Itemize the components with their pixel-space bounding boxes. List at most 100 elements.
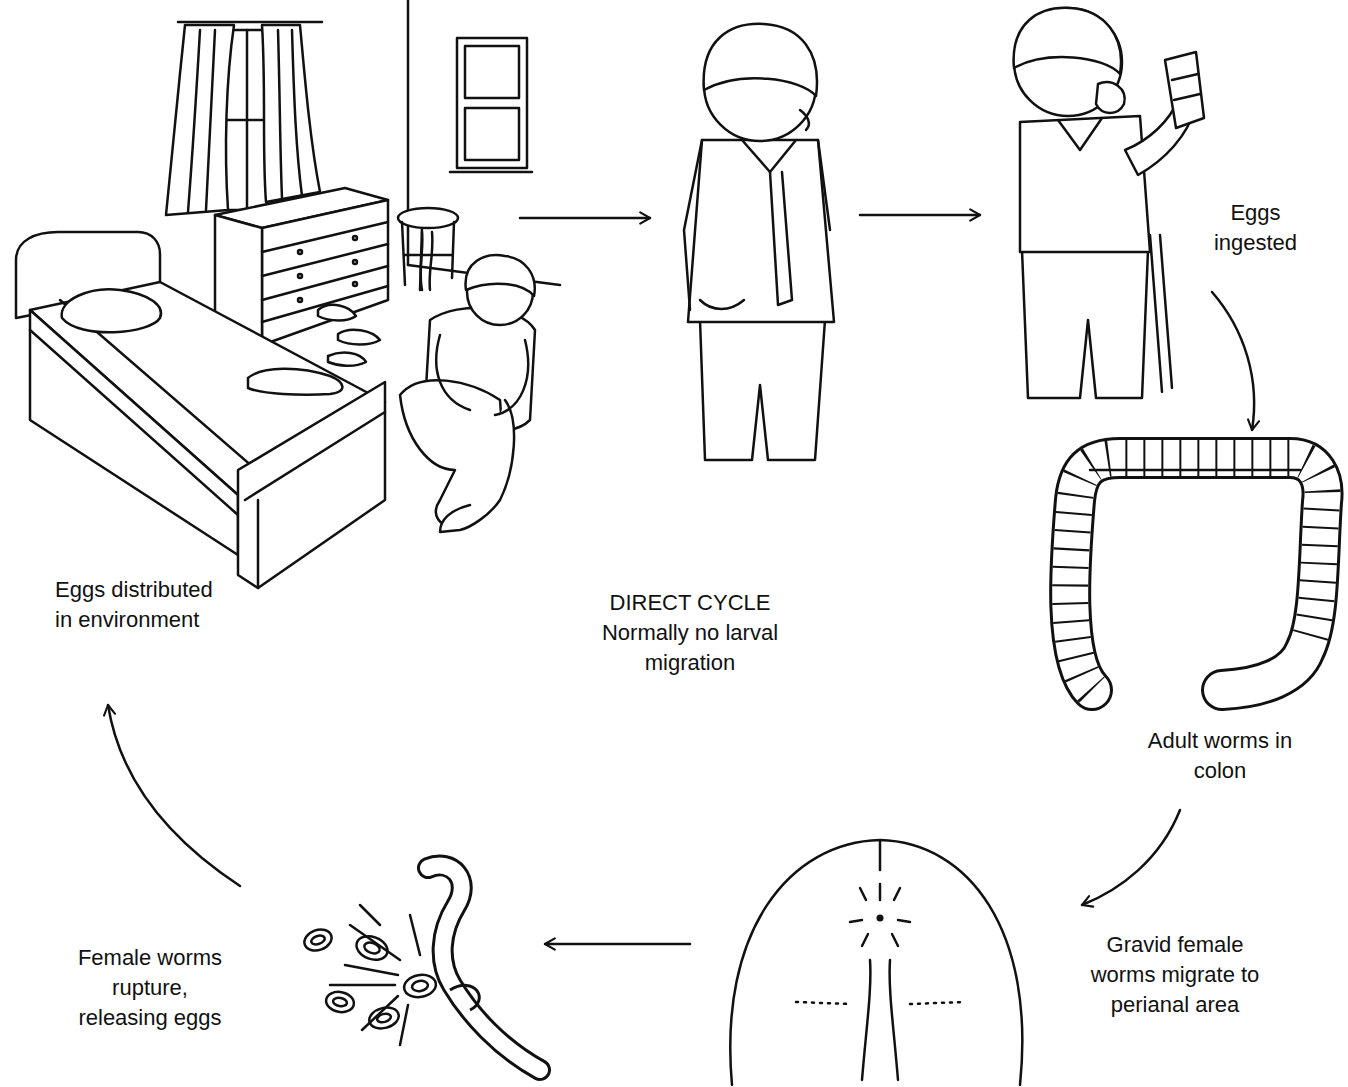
perianal-illustration	[730, 840, 1022, 1085]
perianal-illustration	[877, 915, 884, 922]
bedroom-scene	[248, 369, 342, 395]
bedroom-scene	[62, 289, 161, 332]
standing-boy	[770, 172, 792, 305]
cycle-arrow	[520, 217, 650, 220]
bedroom-scene	[421, 232, 433, 290]
stage-label: Eggs distributed in environment	[55, 575, 215, 635]
standing-boy	[818, 140, 830, 230]
colon-illustration	[1070, 458, 1322, 690]
colon-illustration	[1070, 458, 1322, 690]
colon-illustration	[1070, 458, 1322, 690]
bedroom-scene	[404, 254, 452, 257]
bedroom-scene	[262, 25, 320, 202]
bedroom-scene	[262, 222, 388, 252]
rupturing-worm	[301, 866, 540, 1070]
bedroom-scene	[465, 108, 519, 160]
perianal-illustration	[796, 1002, 964, 1004]
cycle-heading: DIRECT CYCLE	[580, 588, 800, 618]
eating-boy	[1020, 116, 1150, 252]
bedroom-scene	[465, 46, 519, 98]
cycle-arrow	[108, 215, 1254, 944]
standing-boy	[684, 140, 702, 310]
colon-illustration	[1090, 469, 1300, 472]
bedroom-scene	[262, 200, 388, 345]
bedroom-scene	[262, 286, 388, 322]
standing-boy	[800, 110, 809, 130]
eating-boy	[1022, 250, 1148, 398]
rupturing-worm	[363, 941, 381, 956]
bedroom-scene	[298, 298, 302, 302]
bedroom-scene	[278, 30, 302, 198]
rupturing-worm	[301, 926, 334, 954]
cycle-arrow	[1082, 810, 1180, 905]
eating-boy	[1172, 74, 1200, 100]
eating-boy	[1058, 118, 1102, 150]
bedroom-scene	[246, 30, 249, 210]
rupturing-worm	[428, 866, 540, 1070]
bedroom-scene	[457, 38, 527, 168]
perianal-illustration	[730, 840, 1022, 1085]
bedroom-scene	[353, 282, 357, 286]
cycle-note: Normally no larval migration	[600, 618, 780, 678]
bedroom-scene	[353, 260, 357, 264]
eating-boy	[1014, 8, 1204, 398]
rupturing-worm	[353, 932, 391, 964]
bedroom-scene	[166, 25, 234, 215]
rupturing-worm	[411, 980, 428, 993]
bedroom-scene	[466, 255, 535, 296]
standing-boy	[688, 140, 834, 322]
rupturing-worm	[450, 985, 479, 1010]
cycle-arrow	[1212, 292, 1254, 430]
rupturing-worm	[324, 990, 355, 1015]
bedroom-scene	[450, 171, 532, 174]
stage-label: Gravid female worms migrate to perianal …	[1090, 930, 1260, 1020]
bedroom-scene	[257, 500, 260, 588]
bedroom-scene	[328, 353, 366, 366]
bedroom-scene	[495, 340, 528, 415]
bedroom-scene	[452, 222, 454, 278]
cycle-arrow	[860, 214, 980, 217]
rupturing-worm	[330, 905, 420, 1045]
bedroom-scene	[245, 412, 385, 500]
colon-illustration	[1070, 458, 1322, 690]
rupturing-worm	[402, 972, 437, 999]
stage-label: Eggs ingested	[1198, 198, 1313, 258]
bedroom-scene	[262, 266, 388, 300]
eating-boy	[1150, 235, 1172, 392]
perianal-illustration	[862, 960, 898, 1080]
bedroom-scene	[16, 0, 560, 588]
standing-boy	[742, 140, 796, 172]
eating-boy	[1014, 8, 1121, 74]
rupturing-worm	[428, 866, 540, 1070]
standing-boy	[684, 24, 834, 460]
bedroom-scene	[30, 310, 238, 555]
bedroom-scene	[353, 236, 357, 240]
bedroom-scene	[178, 21, 322, 24]
bedroom-scene	[402, 222, 405, 285]
stage-label: Female worms rupture, releasing eggs	[70, 943, 230, 1033]
bedroom-scene	[238, 382, 385, 588]
stage-label: Adult worms in colon	[1140, 726, 1300, 786]
eating-boy	[1165, 52, 1204, 128]
bedroom-scene	[298, 274, 302, 278]
bedroom-scene	[318, 305, 356, 321]
rupturing-worm	[310, 934, 326, 946]
rupturing-worm	[332, 997, 347, 1007]
perianal-illustration	[850, 888, 910, 946]
bedroom-scene	[440, 400, 514, 532]
bedroom-scene	[338, 330, 380, 345]
bedroom-scene	[188, 30, 215, 212]
bedroom-scene	[298, 250, 302, 254]
bedroom-scene	[398, 208, 458, 228]
bedroom-scene	[30, 330, 238, 515]
standing-boy	[700, 320, 825, 460]
eating-boy	[1096, 82, 1125, 113]
cycle-arrow	[545, 943, 690, 946]
standing-boy	[704, 24, 817, 96]
standing-boy	[700, 300, 744, 309]
perianal-illustration	[879, 842, 882, 900]
cycle-arrow	[108, 705, 240, 886]
bedroom-scene	[436, 335, 470, 410]
